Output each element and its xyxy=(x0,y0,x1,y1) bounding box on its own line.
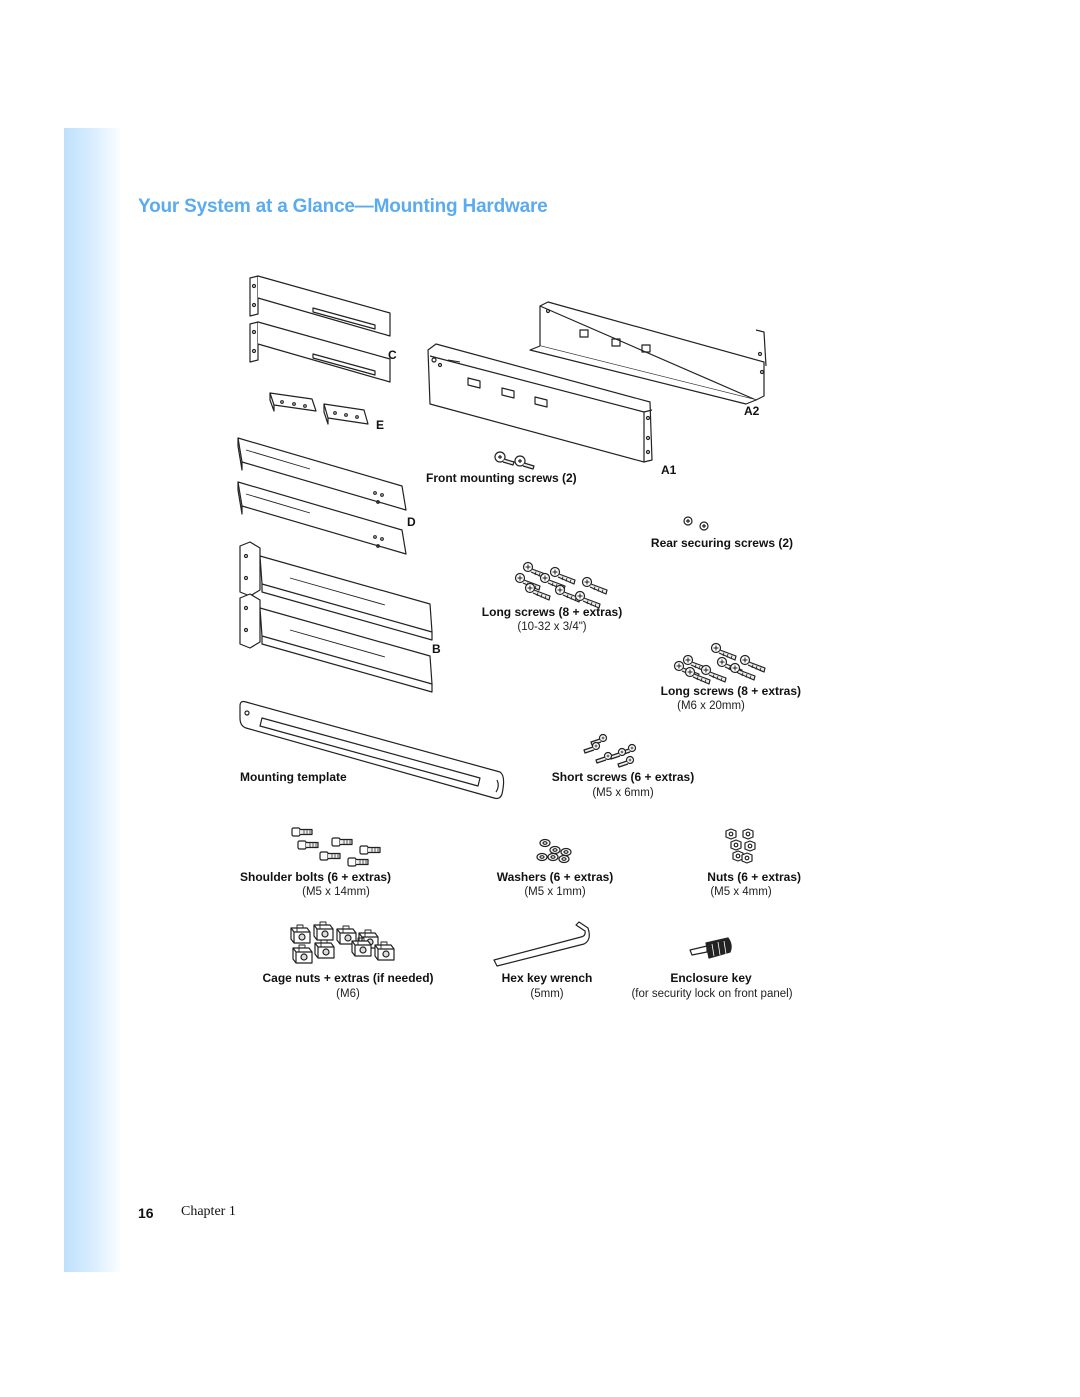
rail-a2 xyxy=(529,301,767,405)
part-letter-a2: A2 xyxy=(744,404,760,418)
rail-d-top xyxy=(237,437,407,511)
short-screws-label: Short screws (6 + extras) xyxy=(551,770,695,784)
chapter-sidebar-tab xyxy=(64,128,122,1272)
nuts-spec: (M5 x 4mm) xyxy=(710,886,772,898)
long-screws-1032-spec: (10-32 x 3/4") xyxy=(517,621,587,633)
bracket-c-top xyxy=(249,275,391,337)
hex-key-wrench-art xyxy=(493,921,590,967)
bracket-b-top xyxy=(239,541,433,641)
nuts-art xyxy=(725,828,756,864)
short-screws-art xyxy=(583,733,637,768)
shoulder-bolts-art xyxy=(291,827,381,867)
rear-securing-screws-art xyxy=(683,516,709,531)
rail-a1 xyxy=(427,343,653,463)
enclosure-key-art xyxy=(689,937,732,959)
part-letter-b: B xyxy=(432,642,441,656)
long-screws-m6-art xyxy=(673,642,766,685)
hex-key-wrench-spec: (5mm) xyxy=(530,988,564,1000)
shoulder-bolts-label: Shoulder bolts (6 + extras) xyxy=(240,870,392,884)
mounting-template xyxy=(239,700,505,800)
cage-nuts-spec: (M6) xyxy=(336,988,360,1000)
enclosure-key-spec: (for security lock on front panel) xyxy=(631,988,793,1000)
long-screws-m6-spec: (M6 x 20mm) xyxy=(677,700,745,712)
hex-key-wrench-label: Hex key wrench xyxy=(501,971,593,985)
washers-label: Washers (6 + extras) xyxy=(496,870,614,884)
short-screws-spec: (M5 x 6mm) xyxy=(592,787,654,799)
rear-securing-screws-label: Rear securing screws (2) xyxy=(650,536,793,550)
rail-d-bottom xyxy=(237,481,407,555)
nuts-label: Nuts (6 + extras) xyxy=(707,870,801,884)
cage-nuts-label: Cage nuts + extras (if needed) xyxy=(262,971,434,985)
chapter-label: Chapter 1 xyxy=(181,1204,236,1219)
part-letter-c: C xyxy=(388,348,397,362)
page-title: Your System at a Glance—Mounting Hardwar… xyxy=(138,196,548,217)
part-letter-a1: A1 xyxy=(661,463,677,477)
page-number: 16 xyxy=(138,1205,154,1221)
front-mounting-screws-art xyxy=(494,451,535,470)
plate-e-right xyxy=(323,403,369,425)
part-letter-e: E xyxy=(376,418,385,432)
long-screws-m6-label: Long screws (8 + extras) xyxy=(660,684,801,698)
washers-spec: (M5 x 1mm) xyxy=(524,886,586,898)
front-mounting-screws-label: Front mounting screws (2) xyxy=(426,471,577,485)
washers-art xyxy=(536,838,572,864)
long-screws-1032-art xyxy=(514,561,608,609)
shoulder-bolts-spec: (M5 x 14mm) xyxy=(302,886,370,898)
part-letter-d: D xyxy=(407,515,416,529)
plate-e-left xyxy=(269,392,317,412)
bracket-b-bottom xyxy=(239,593,433,693)
enclosure-key-label: Enclosure key xyxy=(670,971,752,985)
mounting-template-label: Mounting template xyxy=(240,770,347,784)
cage-nuts-art xyxy=(290,921,395,964)
long-screws-1032-label: Long screws (8 + extras) xyxy=(481,605,623,619)
bracket-c-bottom xyxy=(249,321,391,383)
